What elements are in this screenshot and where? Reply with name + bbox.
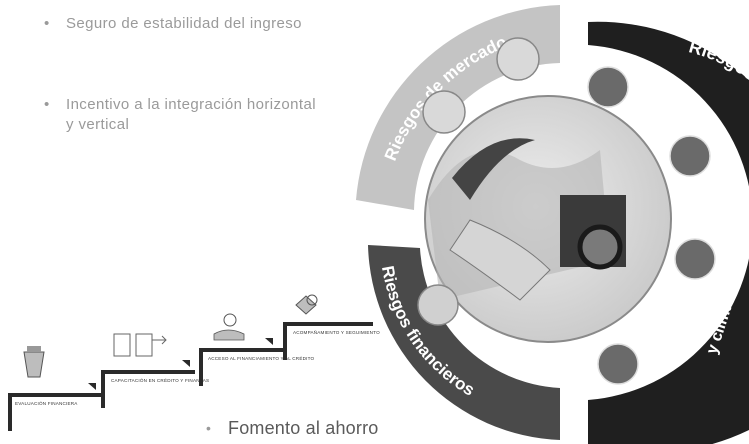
center-photo-wheel [577,224,623,270]
step-riser [101,370,105,408]
step-bar [199,348,283,352]
center-photo-hand [449,219,551,301]
handshake-icon [113,333,167,357]
step-bar [283,322,373,326]
financial-risk-ring [368,245,560,440]
market-icon-2 [496,37,540,81]
step-bar [101,370,195,374]
climate-risk-ring [588,21,749,444]
step-label: ACOMPAÑAMIENTO Y SEGUIMIENTO [293,329,380,335]
climate-icon-3 [674,238,716,280]
step-riser [283,322,287,360]
step-arrow [88,383,96,390]
step-riser [8,393,12,431]
financial-icon [417,284,459,326]
climate-icon-1 [587,66,629,108]
step-label: ACCESO AL FINANCIAMIENTO Y AL CRÉDITO [208,355,315,361]
cup-icon [23,346,45,378]
bullet-mark: • [44,96,50,113]
bullet-item-savings: • Fomento al ahorro [206,418,448,438]
bullet-text: Incentivo a la integración horizontal y … [66,96,316,133]
climate-icon-4 [597,343,639,385]
climate-icon-2 [669,135,711,177]
bullet-item-1: • Seguro de estabilidad del ingreso [44,14,341,34]
bullet-mark: • [206,420,212,436]
step-label: EVALUACIÓN FINANCIERA [15,400,78,406]
step-label: CAPACITACIÓN EN CRÉDITO Y FINANZAS [111,377,209,383]
step-arrow [182,360,190,367]
step-bar [8,393,102,397]
handshake-icon [295,294,318,315]
step-arrow [265,338,273,345]
market-icon-1 [422,90,466,134]
step-riser [199,348,203,386]
bullet-text: Seguro de estabilidad del ingreso [66,15,302,32]
hand-coins-icon [213,313,245,341]
steps: EVALUACIÓN FINANCIERA CAPACITACIÓN EN CR… [8,294,380,431]
center-photo-hat [452,138,535,200]
bullet-item-2: • Incentivo a la integración horizontal … [44,95,326,135]
bullet-mark: • [44,15,50,32]
bullet-text: Fomento al ahorro [228,418,379,438]
